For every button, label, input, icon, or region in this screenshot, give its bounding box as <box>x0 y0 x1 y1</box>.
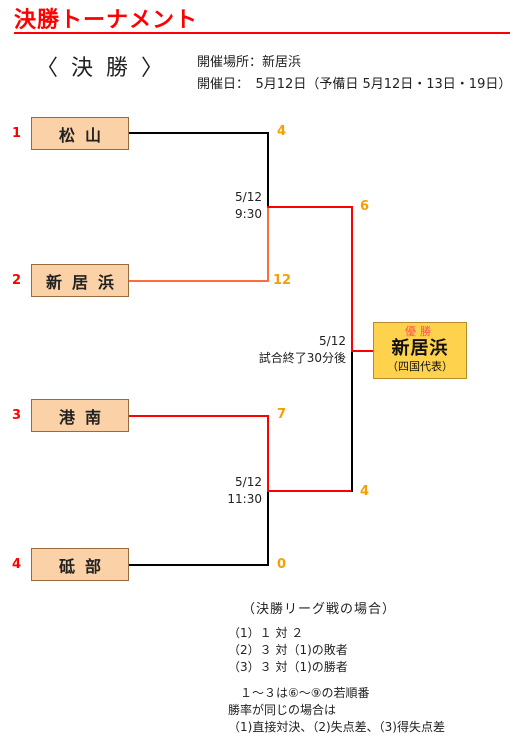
date-text: 開催日： 5月12日（予備日 5月12日・13日・19日） <box>197 77 510 92</box>
notes-block: （決勝リーグ戦の場合） （1）１ 対 ２ （2）３ 対（1)の敗者 （3）３ 対… <box>212 598 445 736</box>
score-semi1-winner: 6 <box>360 199 370 214</box>
final-schedule: 5/12 試合終了30分後 <box>244 333 346 367</box>
seed-3: 3 <box>12 408 22 423</box>
bracket-line-team2 <box>129 280 269 282</box>
score-team3: 7 <box>277 407 287 422</box>
bracket-line-final-out <box>351 350 373 352</box>
score-team4: 0 <box>277 557 287 572</box>
team-box-niihama: 新居浜 <box>31 264 129 297</box>
notes-tiebreak-2: 勝率が同じの場合は <box>228 703 337 717</box>
bracket-line-semi1-out <box>267 206 353 208</box>
notes-rule-1: （1）１ 対 ２ <box>228 626 304 640</box>
semi2-time: 11:30 <box>227 492 262 506</box>
score-team1: 4 <box>277 124 287 139</box>
bracket-line-team3 <box>129 415 269 417</box>
final-time: 試合終了30分後 <box>258 351 346 365</box>
notes-rule-3: （3）３ 対（1)の勝者 <box>228 660 348 674</box>
bracket-line-final-lower <box>351 350 353 492</box>
bracket-line-semi1-lower <box>267 207 269 281</box>
semi1-date: 5/12 <box>235 190 262 204</box>
score-semi2-winner: 4 <box>360 484 370 499</box>
bracket-line-semi2-upper <box>267 415 269 491</box>
team-box-tobe: 砥部 <box>31 548 129 581</box>
bracket-line-semi2-out <box>267 490 353 492</box>
venue-text: 開催場所：新居浜 <box>197 55 302 70</box>
semi1-time: 9:30 <box>235 207 262 221</box>
champion-label: 優勝 <box>405 325 435 338</box>
bracket-line-semi2-lower <box>267 491 269 565</box>
semi2-schedule: 5/12 11:30 <box>210 474 262 508</box>
semi2-date: 5/12 <box>235 475 262 489</box>
semi1-schedule: 5/12 9:30 <box>210 189 262 223</box>
bracket-line-final-upper <box>351 206 353 350</box>
team-box-konan: 港南 <box>31 399 129 432</box>
final-date: 5/12 <box>319 334 346 348</box>
champion-box: 優勝 新居浜 （四国代表） <box>373 322 467 379</box>
seed-4: 4 <box>12 557 22 572</box>
bracket-line-team1 <box>129 132 269 134</box>
seed-1: 1 <box>12 126 22 141</box>
round-heading: 〈 決 勝 〉 <box>36 56 166 81</box>
title-underline <box>14 32 510 34</box>
champion-region: （四国代表） <box>387 360 453 373</box>
notes-tiebreak-1: １～３は⑥～⑨の若順番 <box>240 686 370 700</box>
champion-name: 新居浜 <box>391 338 449 359</box>
notes-rule-2: （2）３ 対（1)の敗者 <box>228 643 348 657</box>
team-box-matsuyama: 松山 <box>31 117 129 150</box>
bracket-line-semi1-upper <box>267 132 269 207</box>
score-team2: 12 <box>273 273 292 288</box>
seed-2: 2 <box>12 273 22 288</box>
page-title: 決勝トーナメント <box>14 8 199 33</box>
notes-heading: （決勝リーグ戦の場合） <box>242 602 397 617</box>
bracket-line-team4 <box>129 564 269 566</box>
notes-tiebreak-3: （1)直接対決、（2)失点差、（3)得失点差 <box>228 720 445 734</box>
